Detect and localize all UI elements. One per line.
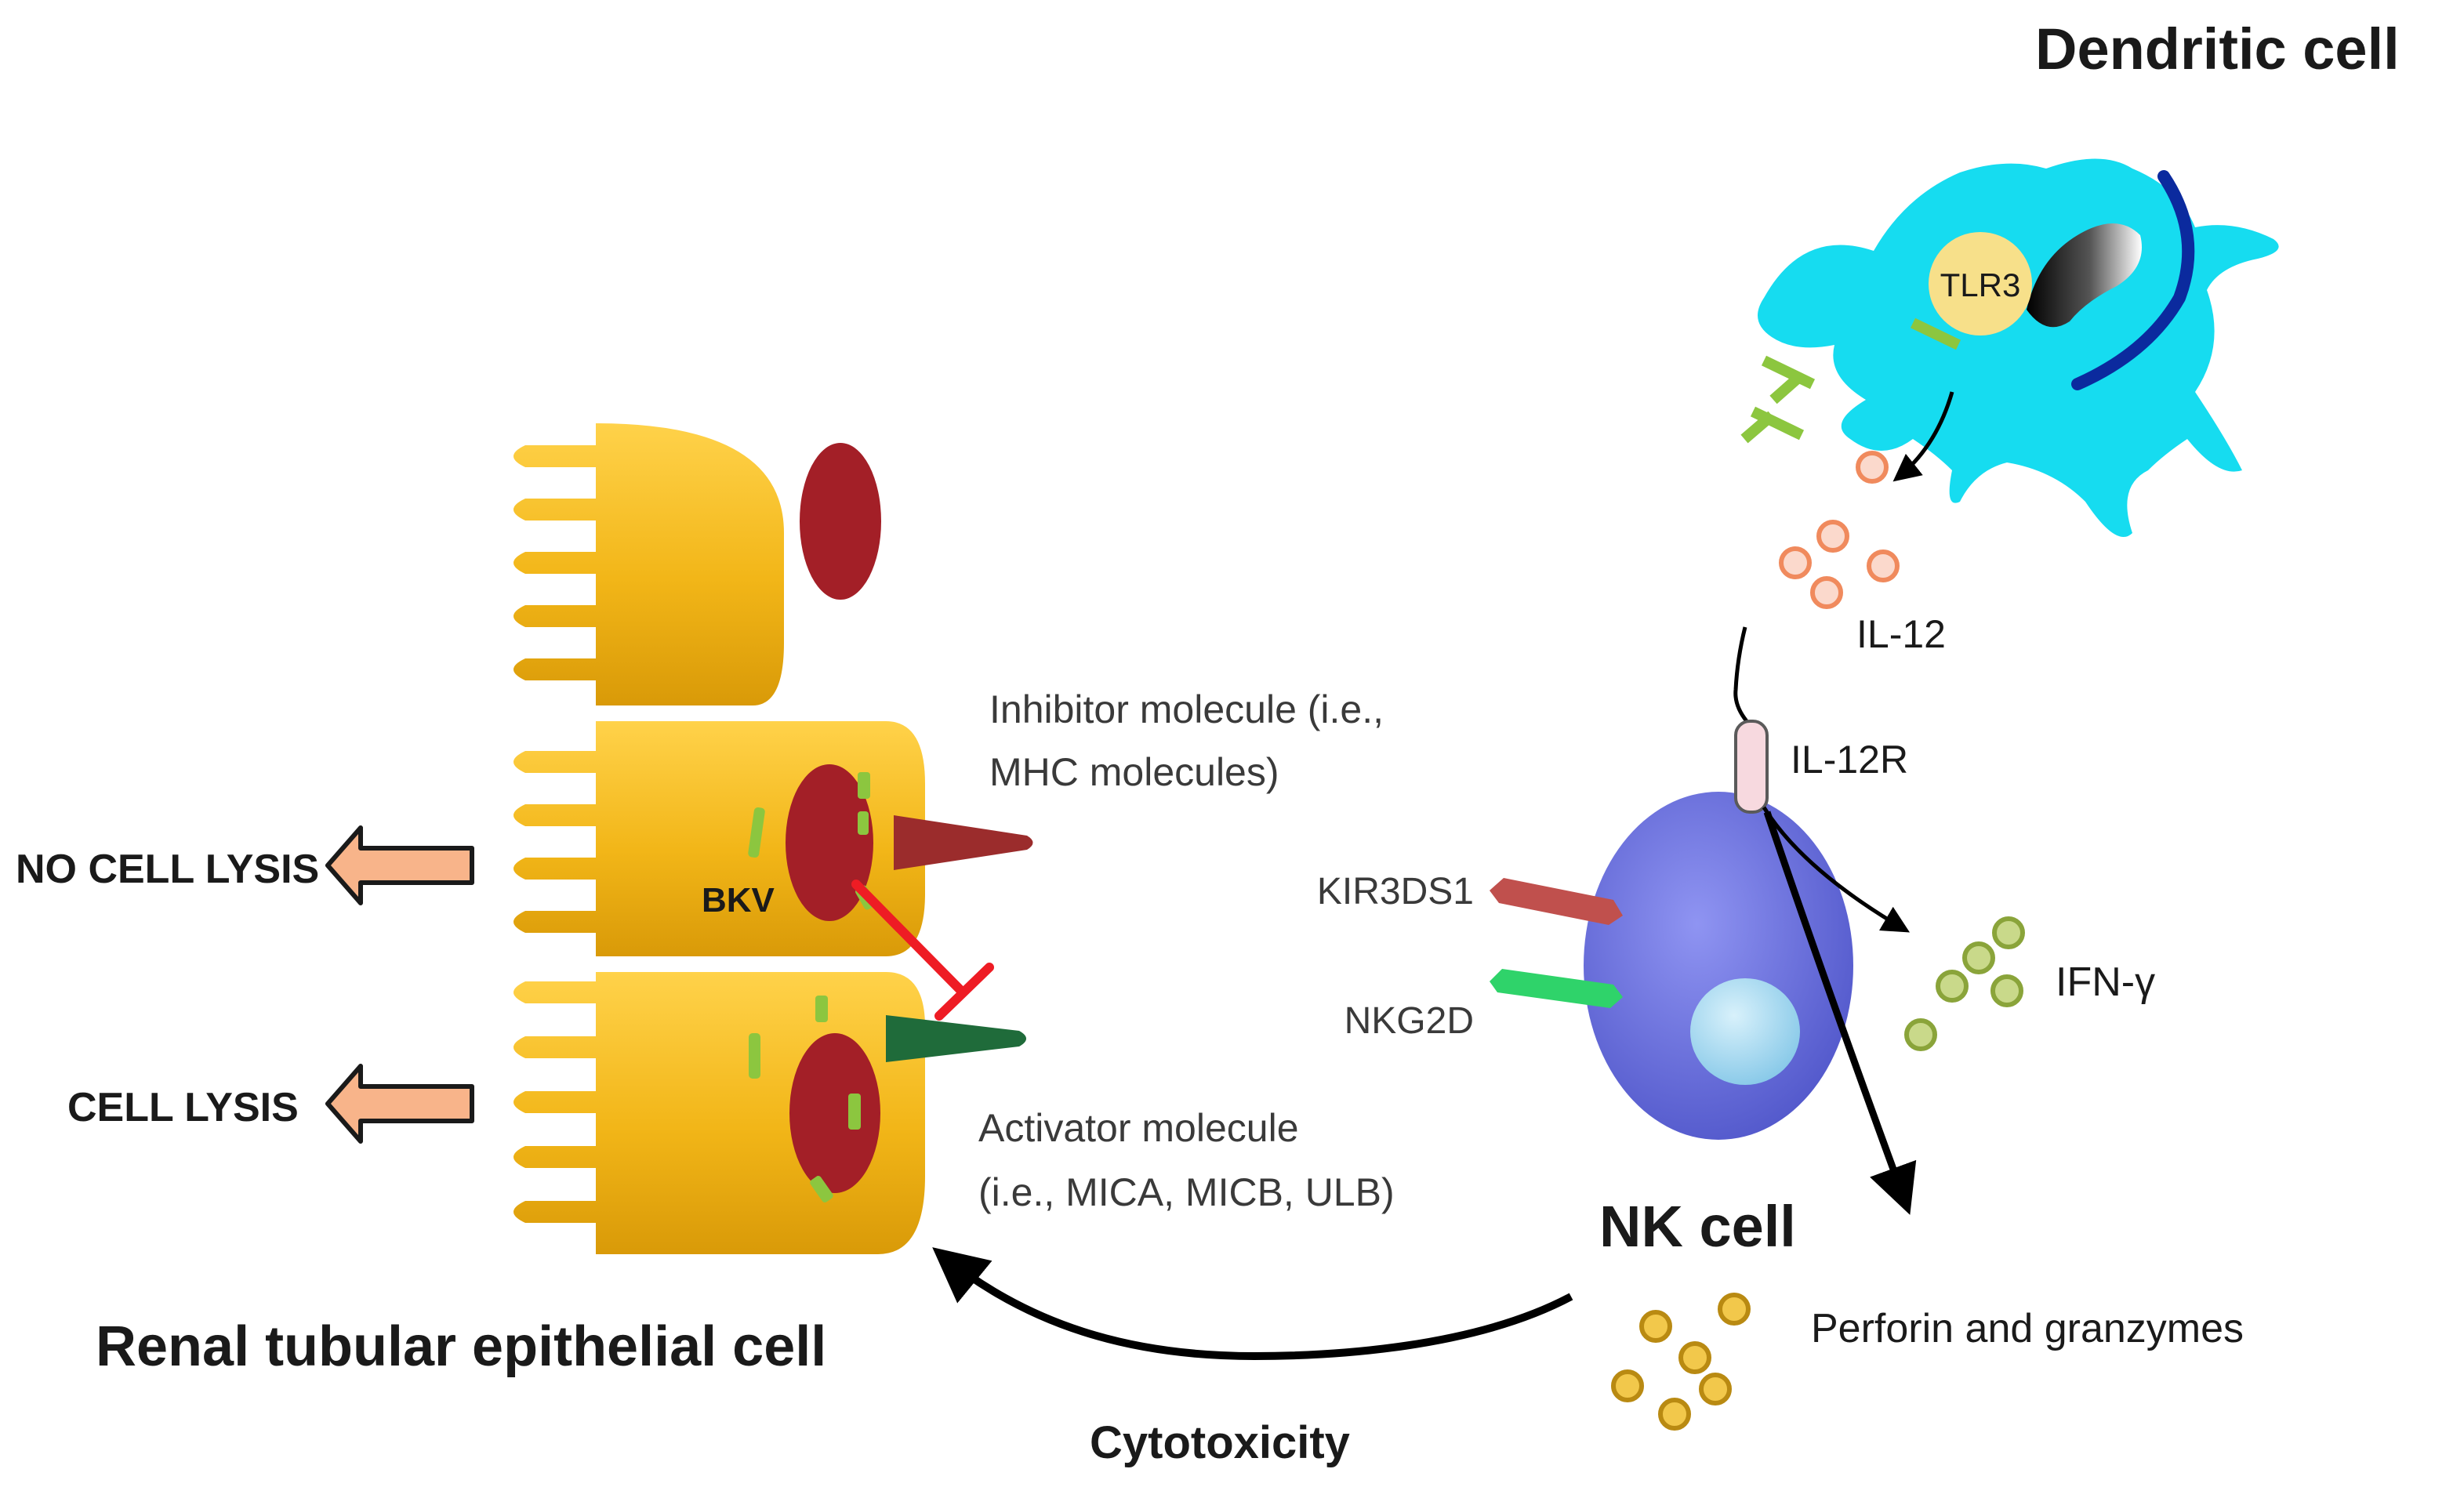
no-lysis-arrow (325, 825, 474, 905)
tlr3-label: TLR3 (1940, 267, 2021, 303)
lysis-arrow (325, 1064, 474, 1144)
il12r-label: IL-12R (1791, 738, 1908, 782)
virus-particle (749, 1033, 760, 1079)
nk-cell-nucleus (1690, 978, 1800, 1085)
dendritic-cell-nucleus (2027, 223, 2142, 328)
activator-label-line1: Activator molecule (978, 1106, 1299, 1150)
kir3ds1-label: KIR3DS1 (1317, 871, 1474, 912)
nucleus-bottom (789, 1033, 880, 1193)
perforin-release-arrow (1763, 811, 1917, 1215)
virus-particle (815, 996, 828, 1022)
dendritic-cell-title: Dendritic cell (2035, 16, 2400, 82)
cell-lysis-label: CELL LYSIS (67, 1085, 299, 1130)
no-cell-lysis-label: NO CELL LYSIS (16, 847, 319, 892)
activator-molecule (886, 1015, 1026, 1062)
il12-secretion-arrow (1892, 391, 1954, 482)
virus-particle (748, 807, 765, 858)
cytotoxicity-arrow (932, 1247, 1573, 1361)
inhibition-symbol (851, 880, 994, 1021)
epithelial-cell-top (513, 423, 881, 705)
bkv-label: BKV (702, 881, 775, 919)
il12-particles (1779, 451, 1900, 609)
il12-receptor (1734, 720, 1769, 814)
inhibitor-molecule (894, 815, 1033, 870)
nk-cell-title: NK cell (1599, 1194, 1796, 1259)
dendritic-cell-inner-membrane (2071, 170, 2195, 390)
il12-label: IL-12 (1856, 612, 1946, 656)
activator-label-line2: (i.e., MICA, MICB, ULB) (978, 1170, 1395, 1214)
epithelial-cell-middle (513, 721, 1033, 956)
inhibitor-label-line1: Inhibitor molecule (i.e., (989, 687, 1384, 731)
ifn-secretion-arrow (1762, 806, 1911, 933)
perforin-label: Perforin and granzymes (1811, 1306, 2244, 1351)
ifn-gamma-particles (1904, 916, 2025, 1051)
nucleus-top (800, 443, 881, 600)
virus-particle (858, 772, 870, 799)
inhibitor-label-line2: MHC molecules) (989, 750, 1279, 794)
perforin-granzyme-particles (1611, 1293, 1751, 1431)
renal-cell-title: Renal tubular epithelial cell (96, 1315, 826, 1378)
virus-particle (848, 1094, 861, 1130)
tlr3-receptor (1929, 232, 2032, 336)
nkg2d-label: NKG2D (1344, 1000, 1474, 1042)
viral-rna-fragments (1740, 317, 1961, 444)
kir3ds1-receptor (1490, 878, 1623, 925)
ifn-gamma-label: IFN-γ (2056, 959, 2155, 1005)
nkg2d-receptor (1490, 969, 1623, 1008)
nk-cell (1490, 720, 1853, 1140)
dendritic-cell: TLR3 (1758, 158, 2279, 537)
cytotoxicity-label: Cytotoxicity (1090, 1417, 1350, 1468)
nucleus-middle (786, 764, 873, 921)
virus-particle (858, 811, 869, 835)
il12-signal-line (1733, 626, 1748, 723)
epithelial-cell-bottom (513, 972, 1026, 1254)
virus-particle (810, 1176, 833, 1202)
